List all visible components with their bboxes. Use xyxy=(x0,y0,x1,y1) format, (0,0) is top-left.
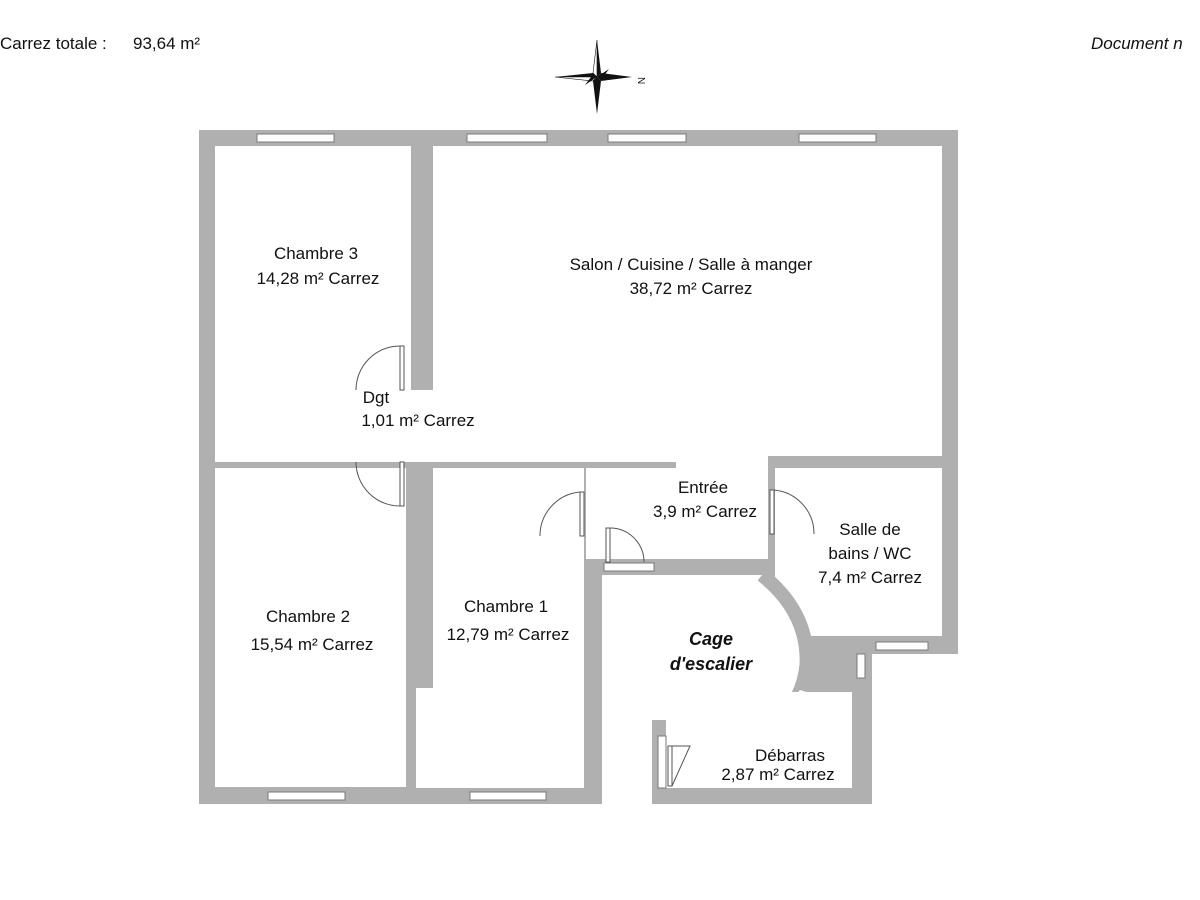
chambre-3-name: Chambre 3 xyxy=(274,244,358,263)
chambre-2-area: 15,54 m² Carrez xyxy=(251,635,374,654)
room-chambre-1-notch xyxy=(416,688,436,788)
sdb-area: 7,4 m² Carrez xyxy=(818,568,922,587)
entree-area: 3,9 m² Carrez xyxy=(653,502,757,521)
dgt-name: Dgt xyxy=(363,388,390,407)
chambre-1-area: 12,79 m² Carrez xyxy=(447,625,570,644)
salon-area: 38,72 m² Carrez xyxy=(630,279,753,298)
rooms xyxy=(215,146,942,790)
total-area-value: 93,64 m² xyxy=(133,34,201,53)
chambre-2-name: Chambre 2 xyxy=(266,607,350,626)
debarras-name: Débarras xyxy=(755,746,825,765)
room-sdb xyxy=(775,468,942,636)
compass-rose-icon: N xyxy=(554,39,646,114)
stair-cage xyxy=(602,575,800,790)
windows xyxy=(256,133,929,801)
document-note: Document n xyxy=(1091,34,1183,53)
total-area-label: Carrez totale : xyxy=(0,34,107,53)
sdb-name-line1: Salle de xyxy=(839,520,900,539)
room-chambre-2 xyxy=(215,468,406,787)
doors xyxy=(355,345,815,787)
compass-north-label: N xyxy=(635,77,646,84)
cage-name-line2: d'escalier xyxy=(670,654,753,674)
room-entree xyxy=(586,468,768,559)
entree-name: Entrée xyxy=(678,478,728,497)
room-labels: Chambre 3 14,28 m² Carrez Salon / Cuisin… xyxy=(251,244,922,784)
chambre-3-area: 14,28 m² Carrez xyxy=(257,269,380,288)
salon-name: Salon / Cuisine / Salle à manger xyxy=(570,255,813,274)
dgt-area: 1,01 m² Carrez xyxy=(361,411,474,430)
cage-name-line1: Cage xyxy=(689,629,733,649)
chambre-1-name: Chambre 1 xyxy=(464,597,548,616)
room-salon-ext xyxy=(433,390,711,462)
room-dgt xyxy=(348,390,433,462)
debarras-area: 2,87 m² Carrez xyxy=(721,765,834,784)
room-salon-entree xyxy=(676,456,768,470)
sdb-name-line2: bains / WC xyxy=(828,544,911,563)
room-chambre-1 xyxy=(433,468,584,788)
